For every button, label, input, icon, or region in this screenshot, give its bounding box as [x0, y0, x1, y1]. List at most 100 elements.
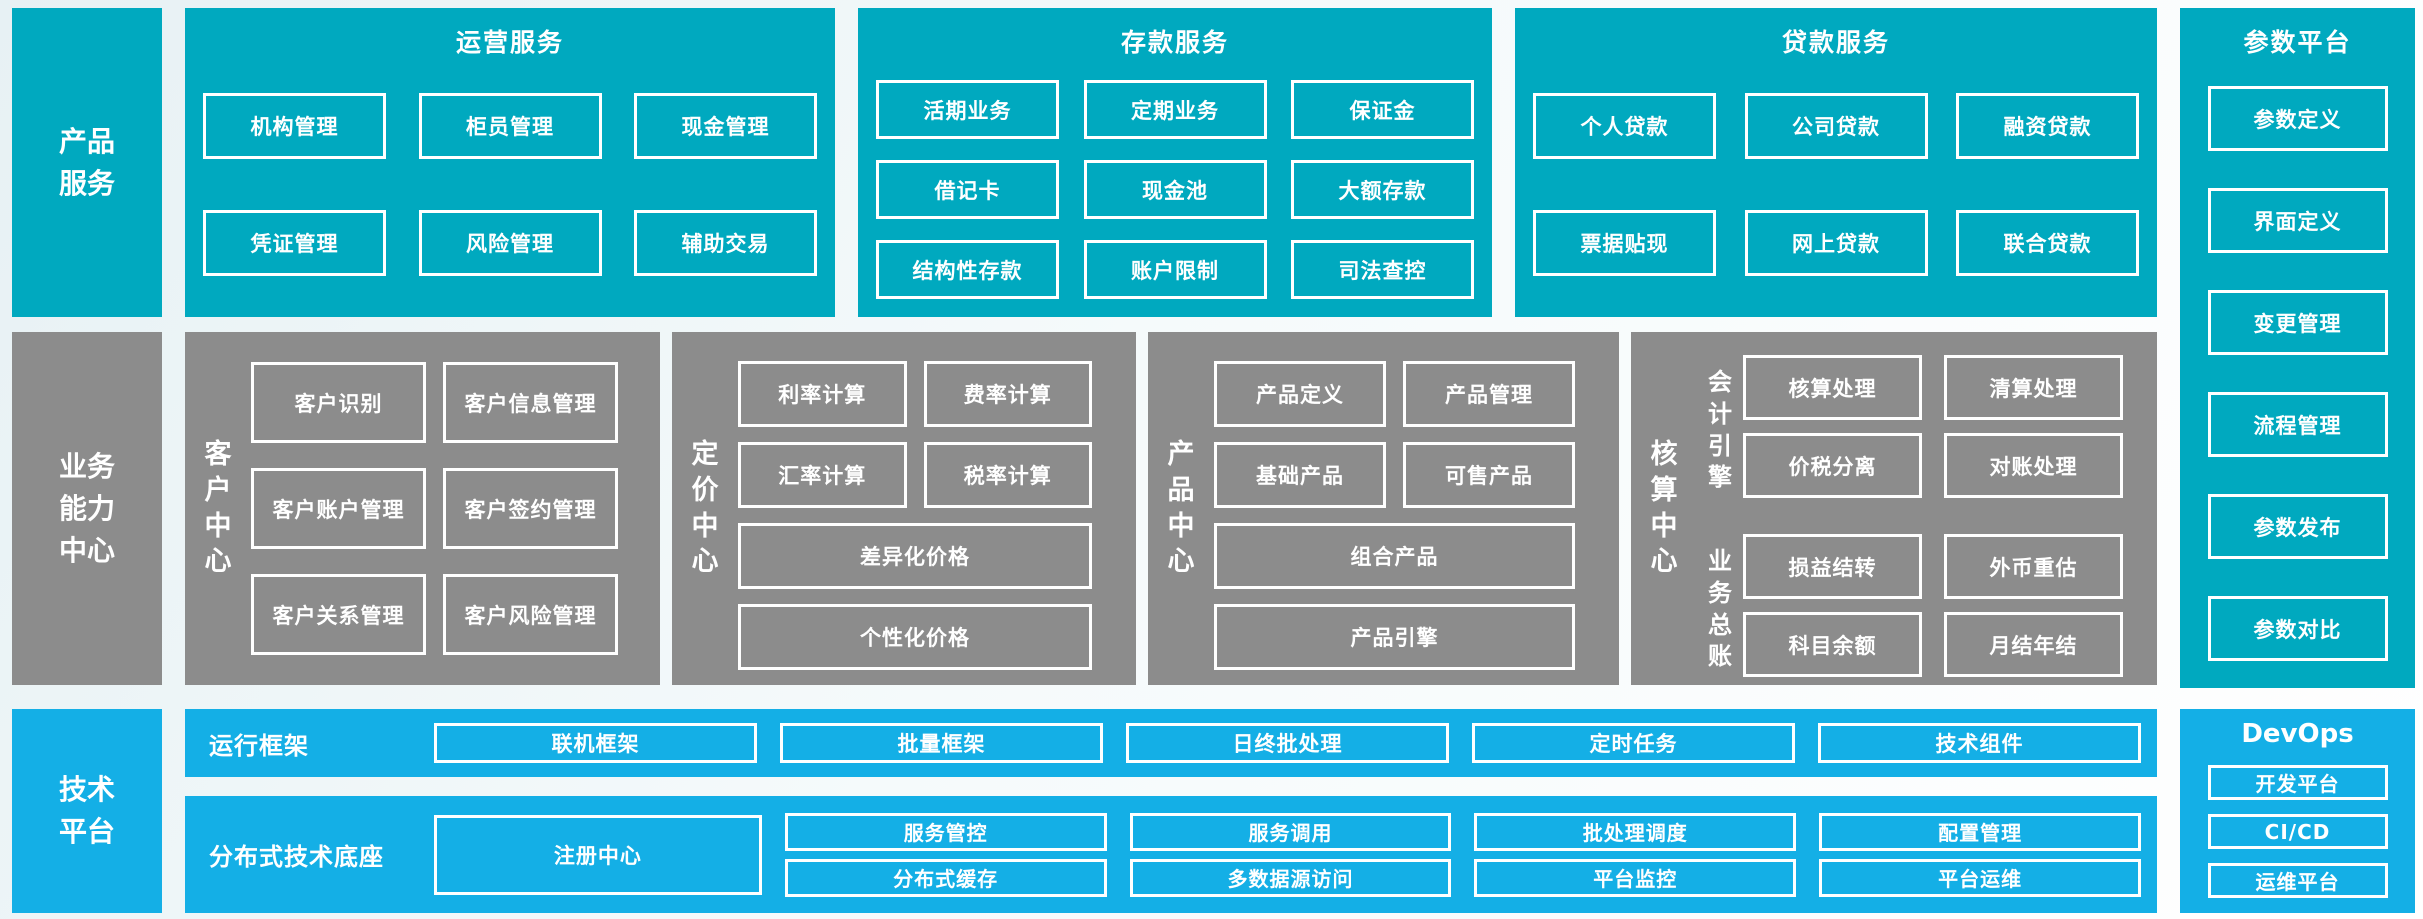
pair-service: 服务管控 分布式缓存: [784, 812, 1107, 897]
box-customer-relation-mgmt: 客户关系管理: [251, 574, 426, 655]
box-syndicated-loan: 联合贷款: [1956, 210, 2139, 276]
runtime-framework-label: 运行框架: [209, 731, 309, 760]
box-parameter-compare: 参数对比: [2207, 596, 2388, 661]
accounting-engine-boxes: 核算处理 清算处理 价税分离 对账处理: [1743, 355, 2123, 506]
box-personal-loan: 个人贷款: [1533, 93, 1716, 159]
box-personalized-pricing: 个性化价格: [738, 604, 1092, 670]
section-devops: DevOps 开发平台 CI/CD 运维平台: [2180, 709, 2415, 913]
pricing-center-label: 定 价 中 心: [691, 439, 719, 578]
box-corporate-loan: 公司贷款: [1744, 93, 1928, 159]
box-time-deposit: 定期业务: [1083, 80, 1267, 139]
box-fx-revaluation: 外币重估: [1944, 534, 2123, 599]
box-batch-framework: 批量框架: [780, 723, 1103, 763]
pricing-boxes: 利率计算 费率计算 汇率计算 税率计算 差异化价格 个性化价格: [738, 332, 1136, 685]
business-ledger-label: 业 务 总 账: [1708, 547, 1732, 671]
deposit-boxes: 活期业务 定期业务 保证金 借记卡 现金池 大额存款 结构性存款 账户限制 司法…: [858, 68, 1492, 299]
box-debit-card: 借记卡: [876, 160, 1059, 219]
box-sellable-product: 可售产品: [1403, 442, 1575, 508]
box-institution-mgmt: 机构管理: [203, 93, 386, 159]
box-product-mgmt: 产品管理: [1403, 361, 1575, 427]
accounting-center-label: 核 算 中 心: [1650, 439, 1678, 578]
box-multi-datasource: 多数据源访问: [1129, 858, 1452, 897]
pair-config: 配置管理 平台运维: [1819, 812, 2141, 897]
section-title: 贷款服务: [1781, 28, 1890, 57]
box-customer-account-mgmt: 客户账户管理: [251, 468, 426, 549]
box-product-definition: 产品定义: [1214, 361, 1386, 427]
box-batch-scheduling: 批处理调度: [1474, 812, 1797, 851]
box-price-tax-separation: 价税分离: [1743, 433, 1922, 498]
box-risk-mgmt: 风险管理: [418, 210, 602, 276]
group-accounting-engine: 会 计 引 擎 核算处理 清算处理 价税分离 对账处理: [1697, 355, 2123, 506]
product-center-label: 产 品 中 心: [1167, 439, 1195, 578]
box-tech-components: 技术组件: [1818, 723, 2141, 763]
rail-business-capability-center: 业务 能力 中心: [12, 332, 162, 685]
box-service-invocation: 服务调用: [1129, 812, 1452, 851]
box-tax-calc: 税率计算: [923, 442, 1092, 508]
customer-center-label: 客 户 中 心: [204, 439, 232, 578]
loan-boxes: 个人贷款 公司贷款 融资贷款 票据贴现 网上贷款 联合贷款: [1515, 68, 2157, 276]
box-profit-loss-carryover: 损益结转: [1743, 534, 1922, 599]
section-runtime-framework: 运行框架 联机框架 批量框架 日终批处理 定时任务 技术组件: [185, 709, 2157, 777]
section-distributed-base: 分布式技术底座 注册中心 服务管控 分布式缓存 服务调用 多数据源访问 批处理调…: [185, 796, 2157, 913]
box-subject-balance: 科目余额: [1743, 612, 1922, 677]
accounting-groups: 会 计 引 擎 核算处理 清算处理 价税分离 对账处理 业 务 总 账 损益结转…: [1697, 332, 2157, 685]
rail-product-services: 产品 服务: [12, 8, 162, 317]
section-title: 运营服务: [455, 28, 564, 57]
box-account-restriction: 账户限制: [1083, 240, 1267, 299]
pair-batch: 批处理调度 平台监控: [1474, 812, 1797, 897]
group-business-ledger: 业 务 总 账 损益结转 外币重估 科目余额 月结年结: [1697, 534, 2123, 685]
section-title: 存款服务: [1120, 28, 1229, 57]
box-differentiated-pricing: 差异化价格: [738, 523, 1092, 589]
parameter-boxes: 参数定义 界面定义 变更管理 流程管理 参数发布 参数对比: [2180, 68, 2415, 661]
box-voucher-mgmt: 凭证管理: [203, 210, 386, 276]
box-cash-pool: 现金池: [1083, 160, 1267, 219]
box-product-engine: 产品引擎: [1214, 604, 1575, 670]
customer-boxes: 客户识别 客户信息管理 客户账户管理 客户签约管理 客户关系管理 客户风险管理: [251, 332, 660, 685]
box-combined-product: 组合产品: [1214, 523, 1575, 589]
box-parameter-definition: 参数定义: [2207, 86, 2388, 151]
section-pricing-center: 定 价 中 心 利率计算 费率计算 汇率计算 税率计算 差异化价格 个性化价格: [672, 332, 1136, 685]
distributed-base-label: 分布式技术底座: [209, 843, 384, 871]
box-exchange-calc: 汇率计算: [738, 442, 907, 508]
operations-boxes: 机构管理 柜员管理 现金管理 凭证管理 风险管理 辅助交易: [185, 68, 835, 276]
runtime-boxes: 联机框架 批量框架 日终批处理 定时任务 技术组件: [434, 723, 2157, 763]
box-process-mgmt: 流程管理: [2207, 392, 2388, 457]
box-platform-monitoring: 平台监控: [1474, 858, 1797, 897]
box-clearing-processing: 清算处理: [1944, 355, 2123, 420]
box-financing-loan: 融资贷款: [1956, 93, 2139, 159]
box-interest-calc: 利率计算: [738, 361, 907, 427]
section-title: 参数平台: [2243, 28, 2352, 57]
box-fee-calc: 费率计算: [923, 361, 1092, 427]
box-ops-platform: 运维平台: [2207, 863, 2388, 898]
box-customer-contract-mgmt: 客户签约管理: [443, 468, 618, 549]
section-product-center: 产 品 中 心 产品定义 产品管理 基础产品 可售产品 组合产品 产品引擎: [1148, 332, 1619, 685]
box-online-loan: 网上贷款: [1744, 210, 1928, 276]
box-ui-definition: 界面定义: [2207, 188, 2388, 253]
accounting-engine-label: 会 计 引 擎: [1708, 368, 1732, 492]
devops-title: DevOps: [2241, 719, 2354, 749]
box-teller-mgmt: 柜员管理: [418, 93, 602, 159]
pair-invoke: 服务调用 多数据源访问: [1129, 812, 1452, 897]
section-accounting-center: 核 算 中 心 会 计 引 擎 核算处理 清算处理 价税分离 对账处理 业 务 …: [1631, 332, 2157, 685]
box-registry-center: 注册中心: [434, 814, 762, 895]
box-scheduled-task: 定时任务: [1472, 723, 1795, 763]
box-reconciliation: 对账处理: [1944, 433, 2123, 498]
box-margin-deposit: 保证金: [1291, 80, 1474, 139]
business-ledger-boxes: 损益结转 外币重估 科目余额 月结年结: [1743, 534, 2123, 685]
box-parameter-release: 参数发布: [2207, 494, 2388, 559]
box-cash-mgmt: 现金管理: [634, 93, 817, 159]
box-online-framework: 联机框架: [434, 723, 757, 763]
box-demand-deposit: 活期业务: [876, 80, 1059, 139]
box-large-deposit: 大额存款: [1291, 160, 1474, 219]
box-platform-ops: 平台运维: [1819, 858, 2141, 897]
box-auxiliary-trade: 辅助交易: [634, 210, 817, 276]
box-dev-platform: 开发平台: [2207, 765, 2388, 800]
section-parameter-platform: 参数平台 参数定义 界面定义 变更管理 流程管理 参数发布 参数对比: [2180, 8, 2415, 688]
box-bill-discount: 票据贴现: [1533, 210, 1716, 276]
box-accounting-processing: 核算处理: [1743, 355, 1922, 420]
distributed-boxes: 注册中心 服务管控 分布式缓存 服务调用 多数据源访问 批处理调度 平台监控 配…: [434, 812, 2157, 897]
box-ci-cd: CI/CD: [2207, 814, 2388, 849]
box-config-mgmt: 配置管理: [1819, 812, 2141, 851]
box-customer-risk-mgmt: 客户风险管理: [443, 574, 618, 655]
box-distributed-cache: 分布式缓存: [784, 858, 1107, 897]
